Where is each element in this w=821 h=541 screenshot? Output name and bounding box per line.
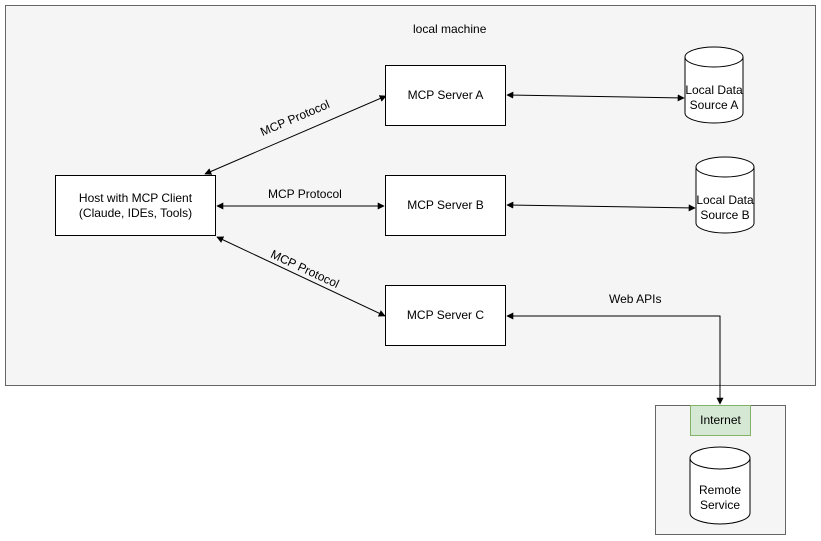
internet-node[interactable]: Internet	[690, 405, 751, 436]
edge-host-server-c	[216, 236, 386, 317]
mcp-server-a-node[interactable]: MCP Server A	[385, 65, 506, 126]
mcp-server-c-node[interactable]: MCP Server C	[385, 285, 506, 346]
edge-server-a-data-source-a	[506, 91, 685, 102]
edge-host-server-a	[204, 95, 387, 175]
data-source-a-cylinder-icon	[684, 46, 744, 124]
mcp-server-b-node[interactable]: MCP Server B	[385, 175, 506, 236]
edge-server-b-data-source-b	[506, 201, 696, 212]
edge-label-host-server-b: MCP Protocol	[268, 187, 342, 201]
data-source-a-label: Local Data Source A	[685, 82, 743, 112]
local-machine-label: local machine	[413, 22, 487, 36]
host-client-node[interactable]: Host with MCP Client (Claude, IDEs, Tool…	[55, 175, 216, 236]
data-source-b-label: Local Data Source B	[696, 192, 754, 222]
edge-label-web-apis: Web APIs	[609, 292, 662, 306]
edge-server-c-internet	[506, 312, 724, 405]
remote-service-cylinder-icon	[689, 446, 751, 525]
remote-service-label: Remote Service	[698, 482, 742, 512]
data-source-b-cylinder-icon	[695, 156, 755, 234]
